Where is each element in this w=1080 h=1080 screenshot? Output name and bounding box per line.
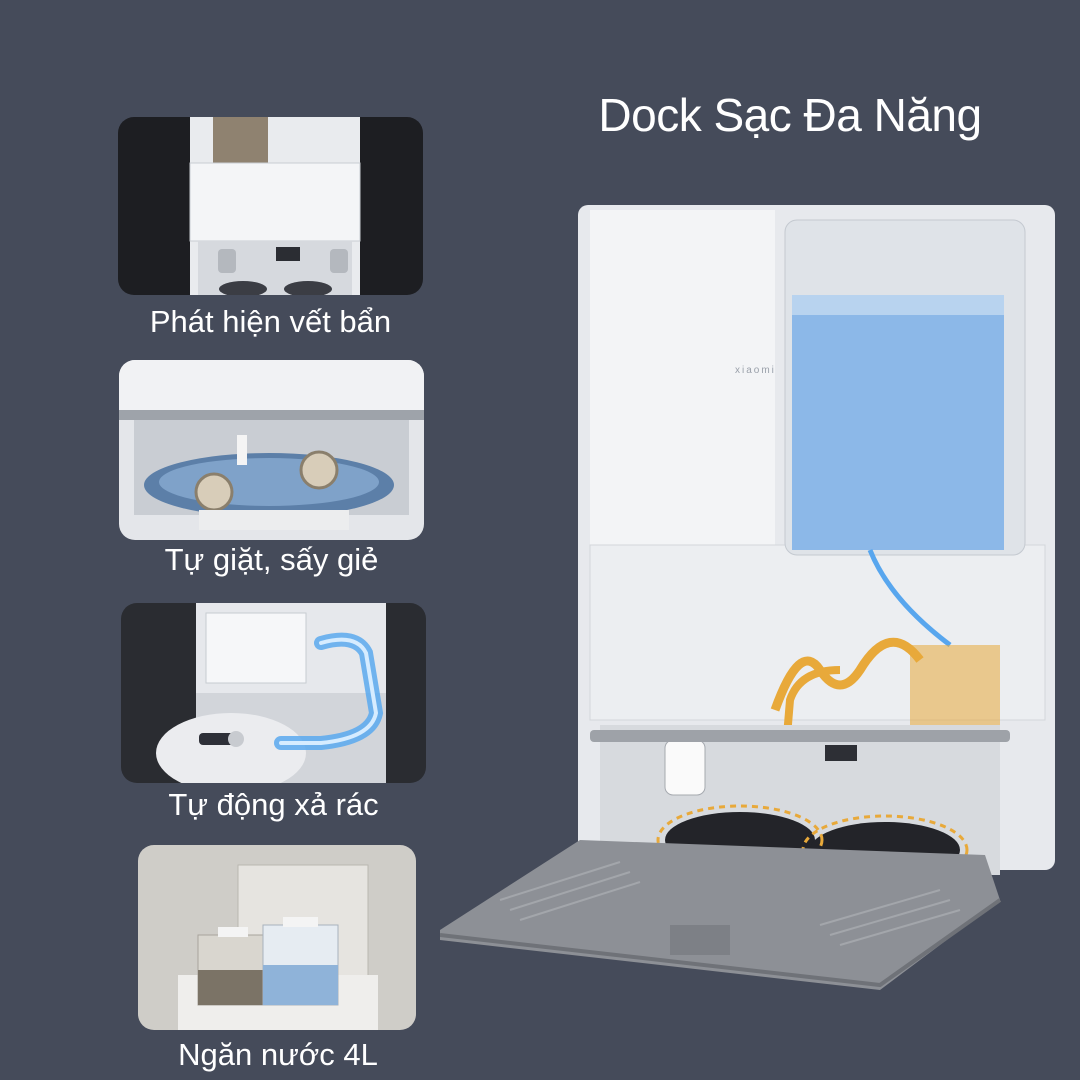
feature-caption-water-tank: Ngăn nước 4L (178, 1037, 378, 1072)
page-title: Dock Sạc Đa Năng (598, 89, 982, 141)
feature-image-dirt-detection (118, 117, 423, 295)
feature-caption-mop-washing: Tự giặt, sấy giẻ (164, 542, 379, 577)
feature-image-water-tank (138, 845, 416, 1030)
feature-image-mop-washing (119, 360, 424, 540)
feature-image-auto-empty (121, 603, 426, 783)
feature-caption-dirt-detection: Phát hiện vết bẩn (149, 304, 392, 339)
dock-product-image (440, 200, 1070, 990)
feature-caption-auto-empty: Tự động xả rác (168, 787, 379, 822)
brand-logo-text: xiaomi (735, 365, 776, 376)
